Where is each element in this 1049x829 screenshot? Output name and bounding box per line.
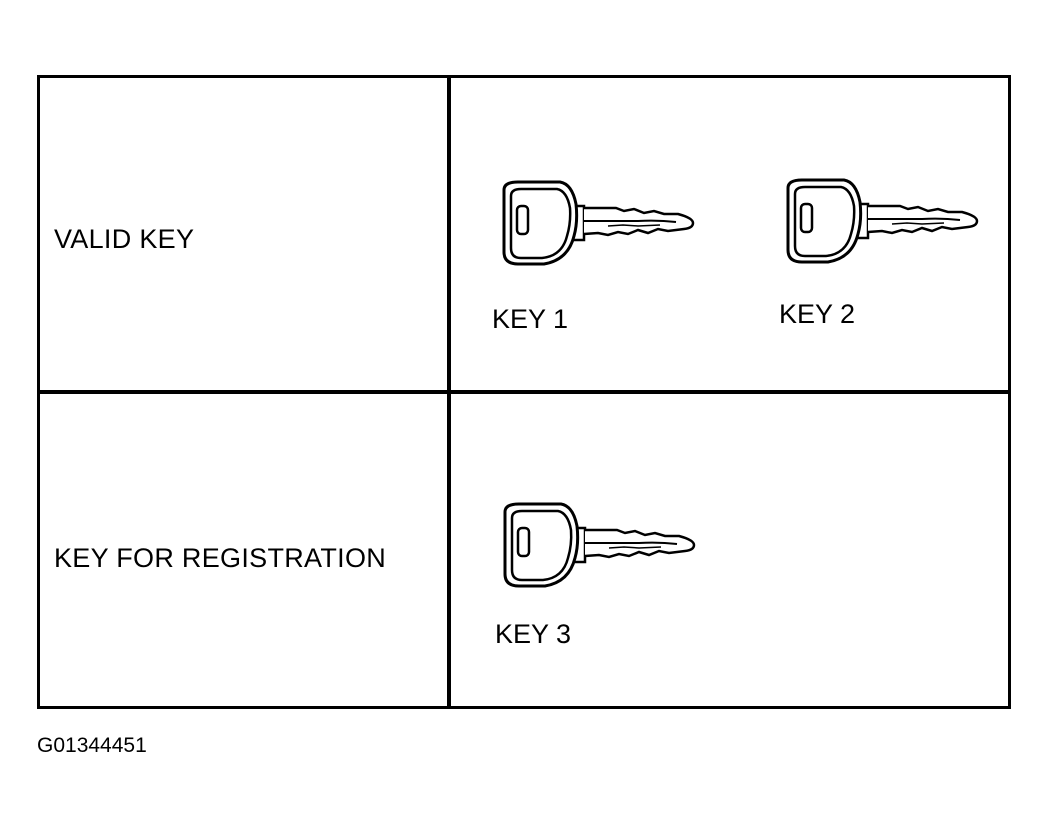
row-label-valid-key: VALID KEY — [54, 224, 195, 254]
key-3-label: KEY 3 — [495, 619, 572, 649]
row-label-key-for-registration: KEY FOR REGISTRATION — [54, 543, 387, 573]
key-icon — [488, 178, 698, 268]
row-divider — [38, 390, 1010, 394]
figure-id: G01344451 — [37, 734, 147, 757]
key-2-label: KEY 2 — [779, 299, 856, 329]
key-1-label: KEY 1 — [492, 304, 569, 334]
key-icon — [489, 500, 699, 590]
key-icon — [772, 176, 982, 266]
